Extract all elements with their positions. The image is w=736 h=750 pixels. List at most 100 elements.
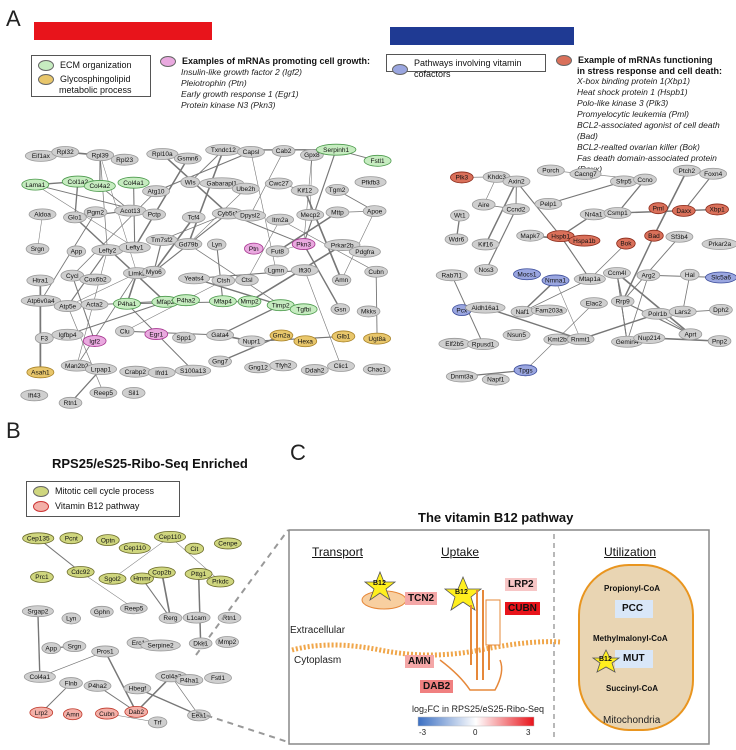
network-edge (303, 149, 337, 245)
gene-node-shape (172, 331, 196, 344)
gene-node-gm2a: Gm2a (269, 329, 294, 342)
gene-node-label: Pkn3 (296, 241, 311, 248)
gene-node-timp2: Timp2 (266, 299, 295, 312)
gene-node-label: Txndc12 (211, 147, 236, 154)
gene-node-label: Pnp2 (712, 338, 728, 345)
gene-node-shape (603, 267, 631, 279)
gene-node-shape (450, 209, 470, 222)
gene-node-ptn: Ptn (244, 242, 264, 255)
gene-node-fstl1: Fstl1 (204, 671, 232, 684)
gene-node-label: Fut8 (271, 248, 284, 255)
growth-item: Protein kinase N3 (Pkn3) (181, 100, 276, 110)
gene-node-label: Pgm2 (87, 209, 104, 216)
gene-node-shape (173, 152, 202, 165)
gene-node-xbp1: Xbp1 (705, 203, 729, 216)
gene-node-label: Hspb1 (551, 233, 570, 240)
extracellular-label: Extracellular (290, 625, 346, 636)
gene-node-label: Col4a1 (123, 180, 144, 187)
gene-node-label: Ugt8a (368, 336, 386, 343)
gene-node-ift43: Ift43 (20, 389, 49, 402)
gene-node-label: Prkar2b (331, 242, 354, 249)
gene-node-fam203a: Fam203a (530, 304, 568, 317)
gene-node-nos3: Nos3 (474, 264, 498, 276)
gene-node-optn: Optn (96, 534, 120, 547)
fc-scale-label: log₂FC in RPS25/eS25-Ribo-Seq (412, 704, 545, 714)
gene-node-serpinh1: Serpinh1 (315, 143, 357, 156)
gene-node-acta2: Acta2 (80, 298, 109, 311)
gene-node-label: Mkks (361, 309, 377, 316)
gene-node-shape (573, 273, 606, 285)
gene-node-ugt8a: Ugt8a (363, 332, 391, 345)
gene-node-shape (144, 328, 169, 340)
network-edge (37, 611, 41, 677)
gene-node-col4a2: Col4a2 (83, 180, 116, 192)
legend-vitamin-label: Pathways involving vitamin cofactors (414, 58, 522, 79)
gene-node-label: Glo1 (68, 215, 82, 222)
gene-node-shape (541, 274, 570, 287)
gene-node-shape (174, 364, 212, 377)
gene-node-p4ha2: P4ha2 (83, 679, 112, 692)
network-edge (74, 181, 79, 218)
gene-node-label: Kmt2b (548, 337, 567, 344)
network-edge (560, 235, 591, 280)
gene-node-label: Lama1 (25, 182, 45, 189)
gene-node-hal: Hal (680, 268, 700, 281)
growth-examples: Examples of mRNAs promoting cell growth:… (160, 56, 375, 111)
gene-node-label: Rtn1 (223, 615, 237, 622)
propionyl-label: Propionyl-CoA (604, 584, 660, 593)
gene-node-shape (51, 146, 80, 158)
gene-node-label: Acta2 (86, 302, 103, 309)
network-edge (161, 572, 172, 619)
gene-node-label: Srgap2 (27, 608, 48, 615)
gene-node-shape (208, 295, 237, 308)
gene-node-yeats4: Yeats4 (178, 272, 211, 285)
network-edge (161, 213, 228, 241)
gene-node-gd79b: Gd79b (174, 238, 203, 250)
gene-node-label: Polr1b (648, 311, 667, 318)
gene-node-amn: Amn (331, 274, 352, 286)
cubn-label: CUBN (505, 602, 540, 615)
gene-node-label: Mocs1 (517, 271, 537, 278)
stress-item: Promyelocytic leukemia (Pml) (577, 109, 689, 119)
gene-node-label: Sil1 (128, 390, 139, 397)
gene-node-shape (79, 273, 112, 286)
network-edge (219, 304, 281, 336)
network-edge (141, 578, 171, 619)
gene-node-shape (66, 245, 87, 258)
gene-node-label: P4ha1 (180, 677, 199, 684)
gene-node-label: Bok (620, 241, 632, 248)
amn-complex (439, 659, 503, 691)
network-edge (304, 270, 342, 367)
gene-node-shape (215, 636, 240, 648)
gene-node-cop2b: Cop2b (147, 566, 176, 579)
gene-node-shape (566, 333, 595, 346)
stress-examples: Example of mRNAs functioning in stress r… (556, 55, 734, 175)
gene-node-eea1: Eea1 (187, 709, 211, 722)
legend-panel-b: Mitotic cell cycle process Vitamin B12 p… (26, 481, 180, 517)
gene-node-label: Ctsh (217, 278, 231, 285)
gene-node-gng7: Gng7 (208, 355, 232, 368)
network-edge (485, 306, 581, 340)
gene-node-shape (51, 328, 84, 341)
fc-scale-tick: -3 (419, 728, 427, 737)
uptake-heading: Uptake (441, 545, 480, 559)
methylmalonyl-label: Methylmalonyl-CoA (593, 634, 668, 643)
gene-node-label: Erc1 (132, 640, 146, 647)
gene-node-label: Lgmn (268, 268, 285, 275)
gene-node-shape (180, 176, 200, 189)
gene-node-gng12: Gng12 (244, 361, 272, 374)
gene-node-lefty1: Lefty1 (118, 241, 151, 254)
network-edge (37, 537, 81, 573)
gene-node-shape (616, 237, 636, 250)
gene-node-label: Bad (648, 233, 660, 240)
gene-node-label: Aprt (684, 331, 696, 338)
gene-node-shape (707, 335, 732, 348)
gene-node-shape (142, 208, 167, 221)
gene-node-shape (324, 239, 361, 251)
gene-node-label: Hmmr (133, 576, 152, 583)
gene-node-shape (26, 366, 55, 379)
gene-node-label: Cacng7 (574, 171, 597, 178)
gene-node-shape (363, 332, 391, 345)
gene-node-label: Napf1 (487, 377, 505, 384)
gene-node-ctsh: Ctsh (211, 274, 236, 287)
